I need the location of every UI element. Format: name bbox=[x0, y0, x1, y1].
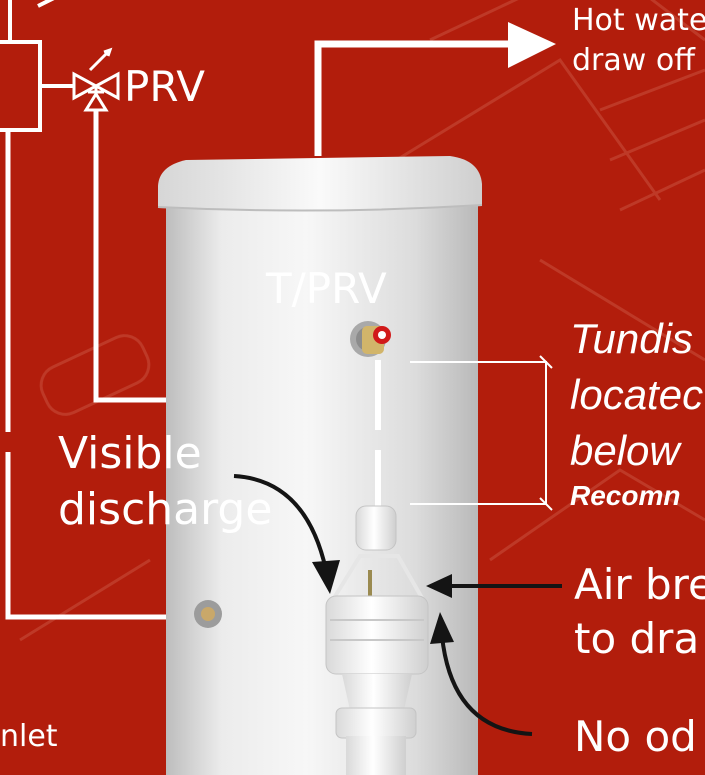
tprv-label: T/PRV bbox=[266, 264, 387, 313]
no-odour-label: No od bbox=[574, 712, 697, 761]
visible-discharge-arrow bbox=[233, 474, 340, 594]
tundish-location-bracket bbox=[410, 355, 553, 511]
recommended-label: Recomn bbox=[570, 480, 681, 511]
air-break-label-line2: to dra bbox=[574, 614, 700, 663]
tprv-valve-icon bbox=[350, 321, 391, 357]
tundish-label-line2: locatec bbox=[570, 371, 704, 418]
inlet-fitting-icon bbox=[194, 600, 222, 628]
draw-off-arrow-icon bbox=[508, 22, 556, 68]
cold-inlet-pipe bbox=[5, 130, 200, 620]
tundish-label-line1: Tundis bbox=[570, 315, 693, 362]
air-break-label-line1: Air bre bbox=[574, 560, 705, 609]
prv-label: PRV bbox=[124, 62, 205, 111]
inlet-label: nlet bbox=[0, 719, 58, 754]
visible-discharge-label-line1: Visible bbox=[58, 428, 202, 479]
background-sketch bbox=[19, 0, 705, 642]
hot-water-label-line2: draw off bbox=[572, 43, 695, 78]
valve-group-box bbox=[0, 0, 74, 132]
hot-water-cylinder bbox=[157, 156, 483, 775]
hot-water-label-line1: Hot wate bbox=[572, 3, 705, 38]
hot-water-draw-off-pipe bbox=[314, 22, 556, 156]
air-break-arrow bbox=[426, 574, 562, 598]
prv-valve-icon bbox=[72, 47, 120, 112]
tundish-label-line3: below bbox=[570, 427, 680, 474]
visible-discharge-label-line2: discharge bbox=[58, 484, 273, 535]
tundish bbox=[325, 505, 429, 775]
no-odour-arrow bbox=[430, 612, 533, 736]
